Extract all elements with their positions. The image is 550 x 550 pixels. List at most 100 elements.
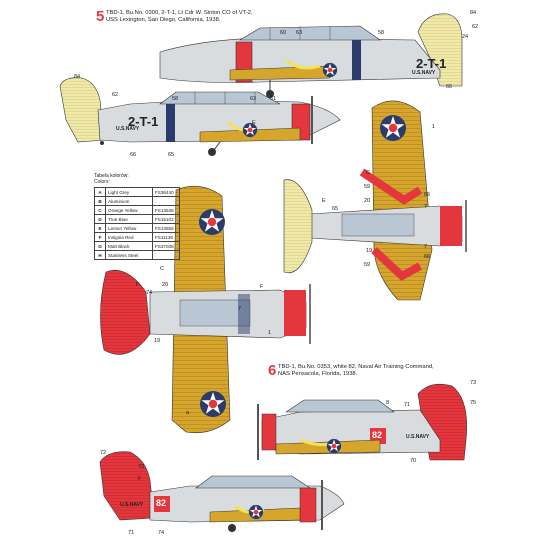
legend-name: Lemon Yellow [105, 223, 153, 233]
callout: 63 [296, 30, 303, 36]
callout: C [366, 170, 370, 176]
callout: 58 [172, 96, 179, 102]
legend-name: Stainless Steel [105, 250, 153, 260]
callout: 84 [470, 10, 477, 16]
profile-5-caption: TBD-1, Bu.No. 0300, 2-T-1, Lt Cdr W. Sin… [106, 10, 253, 24]
profile-5-top-view [283, 100, 467, 301]
legend-name: Matt Black [105, 241, 153, 251]
callout: 84 [74, 74, 81, 80]
legend-name: Insignia Red [105, 232, 153, 242]
callout: 19 [154, 338, 161, 344]
profile-5-side-code: 2-T-1 [416, 56, 447, 71]
profile-bottom-view [100, 185, 311, 434]
callout: 62 [112, 92, 119, 98]
callout: F [136, 282, 140, 288]
callout: 66 [424, 192, 431, 198]
legend-fs: FS37038 [152, 241, 180, 251]
legend-code: C [94, 205, 106, 215]
legend-subtitle: Colors: [94, 179, 110, 185]
legend-fs: FS13655 [152, 223, 180, 233]
legend-fs [152, 250, 180, 260]
callout: 71 [128, 530, 135, 536]
callout: 61 [270, 96, 277, 102]
legend-fs: FS15102 [152, 214, 180, 224]
profile-6-code: 82 [372, 430, 383, 440]
callout: 65 [168, 152, 175, 158]
legend-code: E [94, 223, 106, 233]
callout: 63 [250, 96, 257, 102]
callout: E [322, 198, 326, 204]
profile-5-navy-label: U.S.NAVY [412, 70, 436, 76]
callout: 66 [424, 254, 431, 260]
legend-name: Aluminium [105, 196, 153, 206]
legend-name: Light Grey [105, 187, 153, 197]
callout: C [160, 266, 164, 272]
callout: 73 [138, 464, 145, 470]
callout: F [260, 284, 264, 290]
legend-code: D [94, 214, 106, 224]
callout: 71 [404, 402, 411, 408]
profile-6-code-2: 82 [156, 498, 167, 508]
callout: 59 [364, 262, 371, 268]
profile-5-caption-line-1: TBD-1, Bu.No. 0300, 2-T-1, Lt Cdr W. Sin… [106, 10, 253, 16]
callout: 75 [470, 400, 477, 406]
callout: 1 [268, 330, 272, 336]
legend-fs: FS36440 [152, 187, 180, 197]
callout: 7 [424, 244, 428, 250]
legend-fs: FS13538 [152, 205, 180, 215]
legend-code: F [94, 232, 106, 242]
profile-6-navy-label: U.S.NAVY [406, 434, 430, 440]
callout: 58 [378, 30, 385, 36]
callout: 62 [472, 24, 479, 30]
legend-code: G [94, 241, 106, 251]
callout: 66 [446, 84, 453, 90]
callout: 70 [410, 458, 417, 464]
callout: 7 [238, 306, 242, 312]
profile-5-side2-code: 2-T-1 [128, 114, 159, 129]
profile-6-caption: TBD-1, Bu.No. 0353, white 82, Naval Air … [278, 364, 434, 378]
legend-fs [152, 196, 180, 206]
callout: 74 [146, 290, 153, 296]
profile-5-caption-line-2: USS Lexington, San Diego, California, 19… [106, 17, 221, 23]
profile-5-side-right [159, 13, 463, 98]
callout: 7 [424, 204, 428, 210]
profile-6-caption-line-1: TBD-1, Bu.No. 0353, white 82, Naval Air … [278, 364, 434, 370]
callout: 8 [386, 400, 390, 406]
profile-5-navy-label-2: U.S.NAVY [116, 126, 140, 132]
profile-6-side-left [99, 451, 345, 532]
callout: 74 [158, 530, 165, 536]
callout: 60 [280, 30, 287, 36]
callout: 72 [100, 450, 107, 456]
callout: 65 [332, 206, 339, 212]
callout: F [138, 476, 142, 482]
callout: 19 [366, 248, 373, 254]
profile-6-navy-label-2: U.S.NAVY [120, 502, 144, 508]
callout: 24 [462, 34, 469, 40]
legend-fs: FS11136 [152, 232, 180, 242]
profile-5-badge: 5 [96, 8, 105, 25]
profile-6-caption-line-2: NAS Pensacola, Florida, 1938. [278, 371, 358, 377]
callout: 20 [364, 198, 371, 204]
callout: 73 [470, 380, 477, 386]
legend-name: True Blue [105, 214, 153, 224]
callout: 59 [364, 184, 371, 190]
profile-6-side-right [257, 383, 467, 461]
callout: E [252, 120, 256, 126]
legend-name: Orange Yellow [105, 205, 153, 215]
legend-title: Tabela kolorów: [94, 173, 129, 179]
legend-code: B [94, 196, 106, 206]
profile-5-side-left [59, 77, 341, 156]
callout: 66 [130, 152, 137, 158]
legend-code: A [94, 187, 106, 197]
callout: 20 [162, 282, 169, 288]
